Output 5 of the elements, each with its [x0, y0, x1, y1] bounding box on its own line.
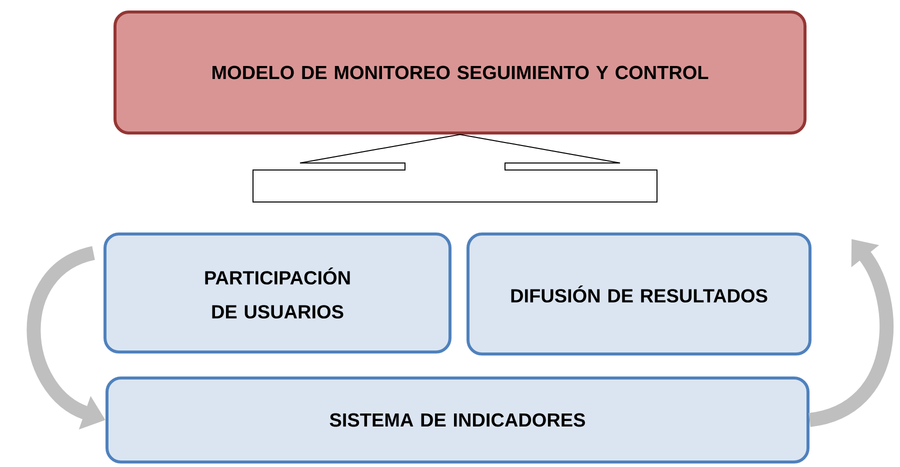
block-arrow — [252, 134, 658, 202]
process-box: MODELO DE MONITOREO SEGUIMIENTO Y CONTROL — [114, 10, 806, 134]
process-box: SISTEMA DE INDICADORES — [106, 376, 810, 464]
process-box: PARTICIPACIÓN DE USUARIOS — [104, 232, 452, 354]
process-box: DIFUSIÓN DE RESULTADOS — [466, 232, 812, 356]
